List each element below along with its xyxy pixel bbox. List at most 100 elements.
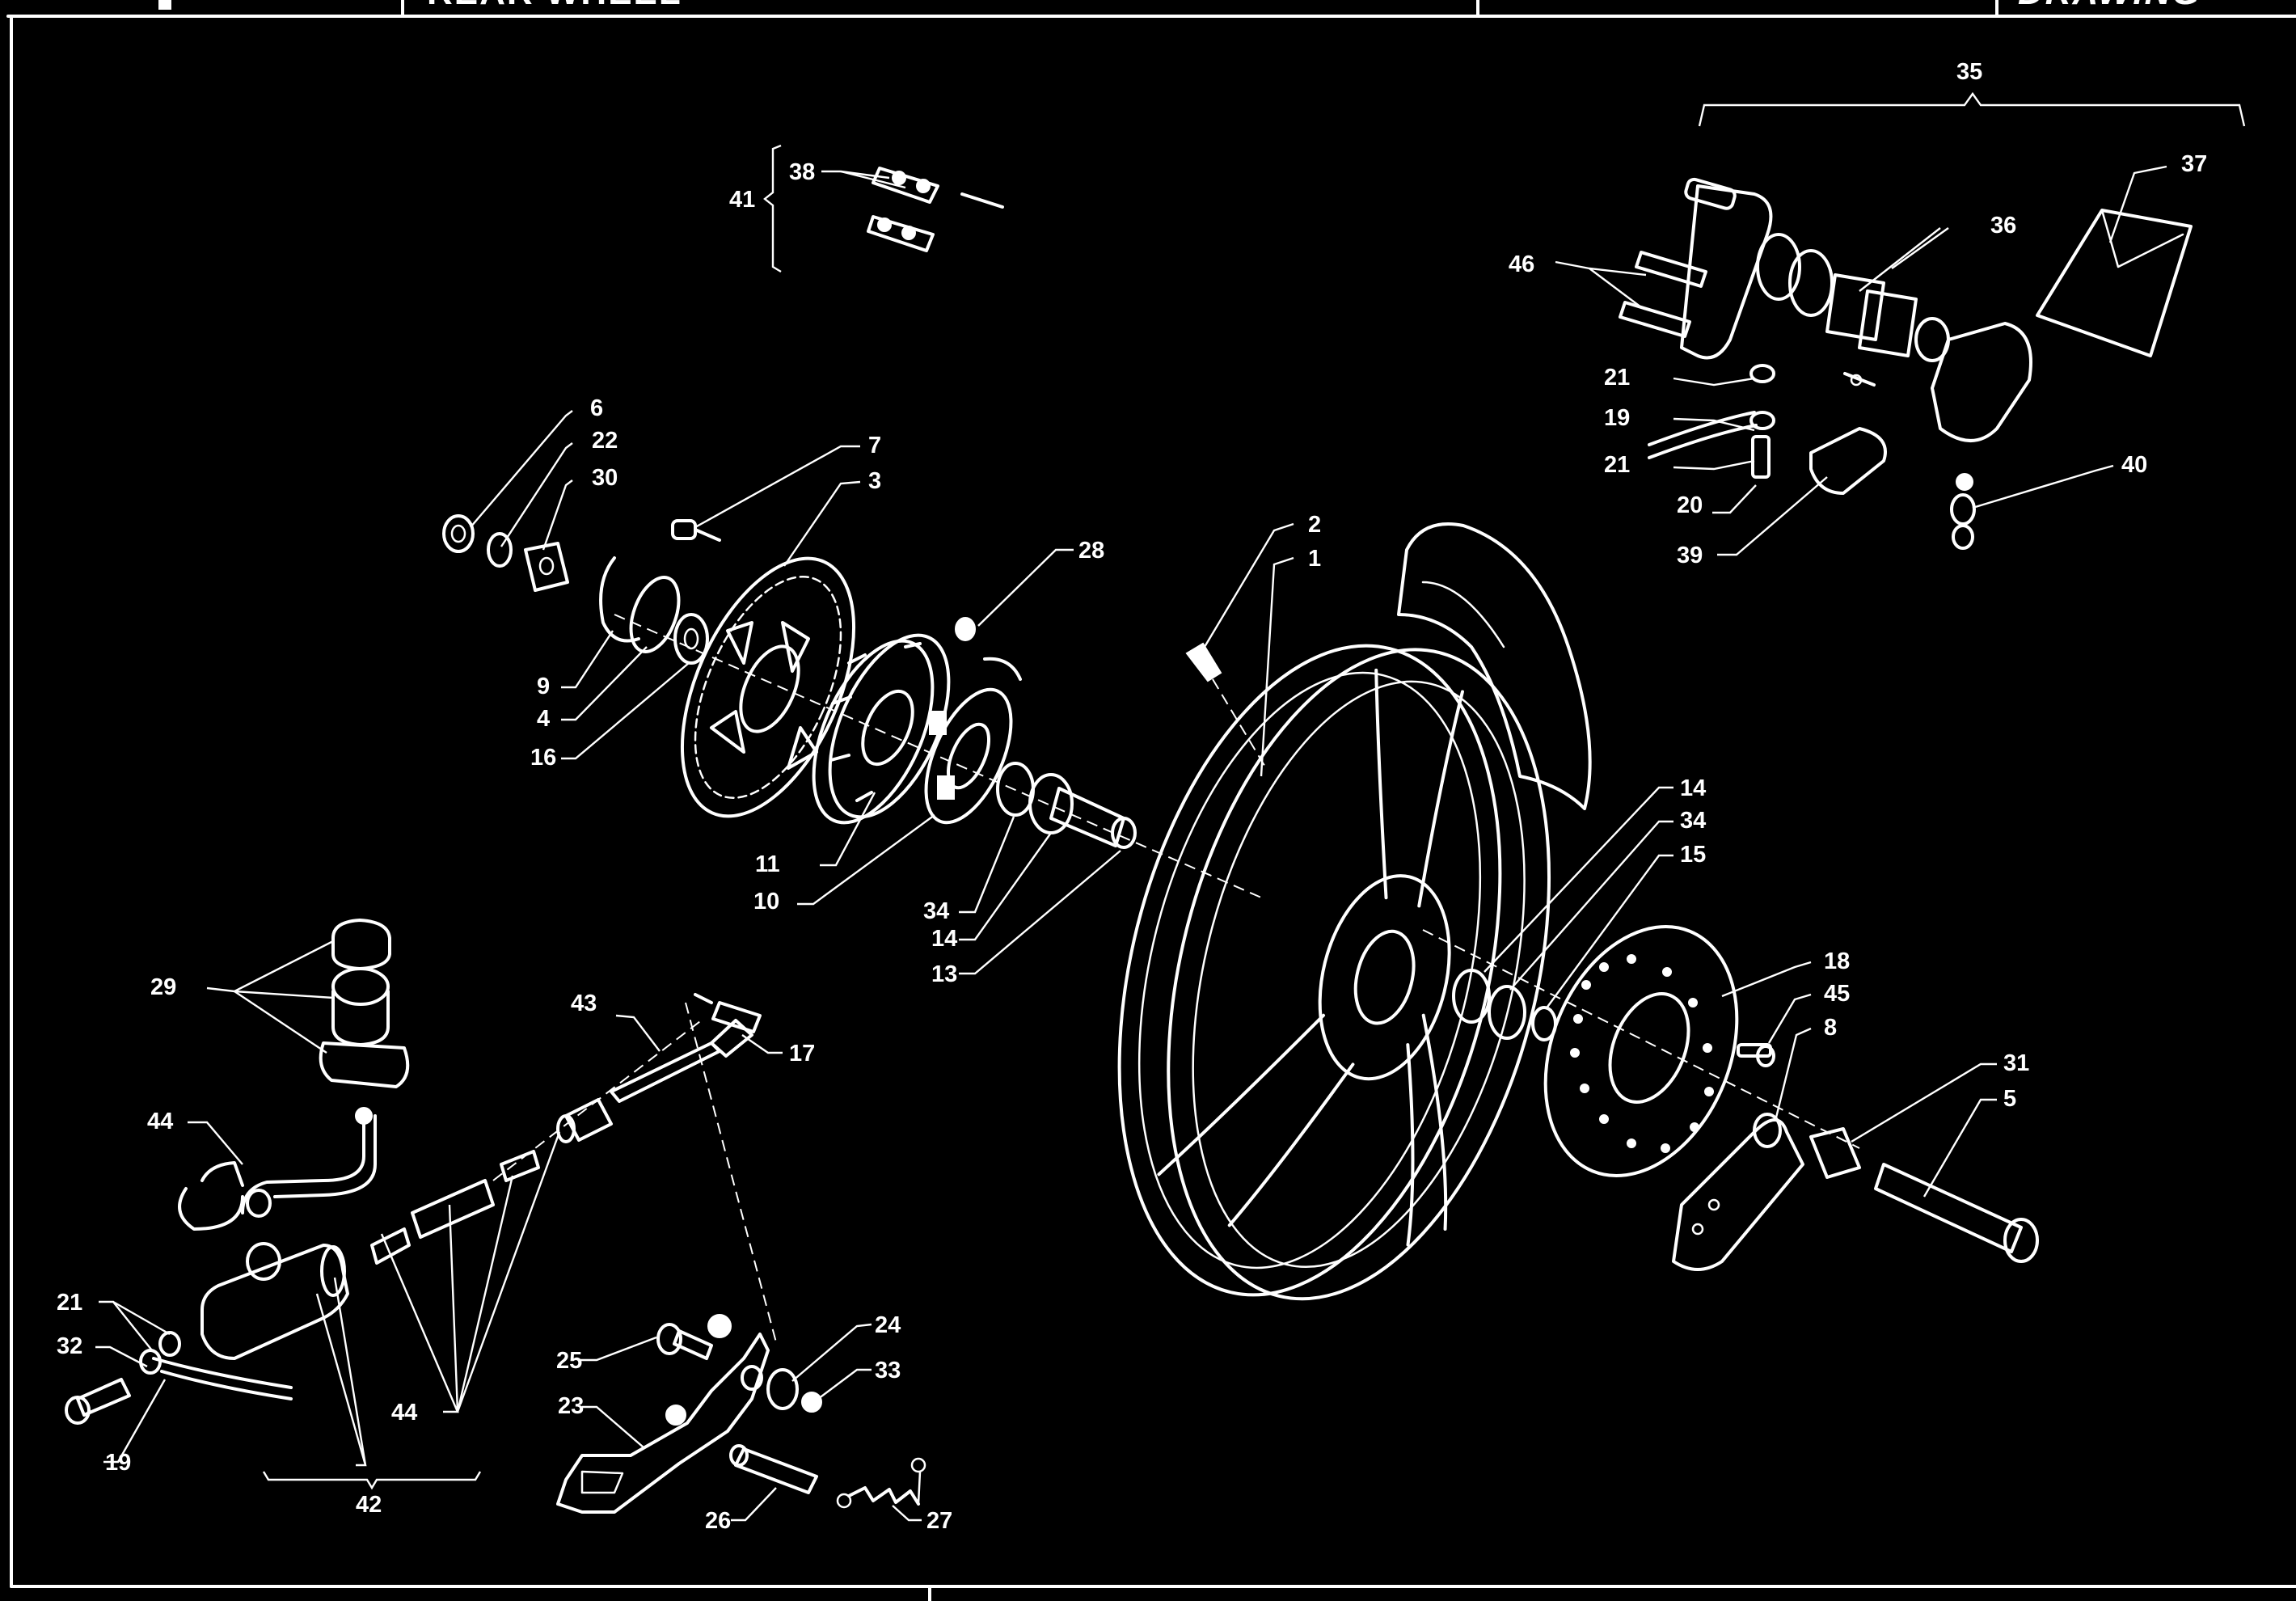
caliper-bolts — [1619, 251, 1707, 338]
disc-bolt — [1737, 1043, 1775, 1067]
pushrod-boot — [564, 1098, 613, 1142]
callout-26: 26 — [705, 1508, 731, 1534]
drawing-code: DRAWING — [2018, 0, 2201, 13]
callout-13: 13 — [931, 961, 957, 987]
callout-42: 42 — [356, 1492, 382, 1518]
callout-17: 17 — [789, 1041, 815, 1067]
brace-42 — [262, 1471, 482, 1490]
axle-spacer — [1809, 1127, 1861, 1179]
rear-axle — [1874, 1163, 2039, 1263]
callout-46: 46 — [1509, 251, 1534, 277]
pedal-pivot-bolt — [656, 1323, 713, 1360]
callout-6: 6 — [590, 395, 603, 421]
callout-8: 8 — [1824, 1015, 1837, 1041]
callout-37: 37 — [2181, 151, 2207, 177]
master-cylinder-axis — [492, 1018, 704, 1181]
callout-14a: 14 — [931, 926, 957, 952]
callout-14b: 14 — [1680, 775, 1706, 801]
disc-axis — [1422, 929, 1860, 1149]
callout-15: 15 — [1680, 842, 1706, 868]
pad-spring — [1809, 427, 1887, 495]
bleed-valve — [1950, 473, 1976, 550]
callout-31: 31 — [2003, 1050, 2029, 1076]
callout-33: 33 — [875, 1358, 901, 1383]
callout-19a: 19 — [1604, 405, 1630, 431]
pushrod — [610, 1019, 753, 1103]
callout-27: 27 — [926, 1508, 952, 1534]
caliper-carrier — [1680, 177, 1834, 360]
callout-18: 18 — [1824, 948, 1850, 974]
callout-25: 25 — [556, 1348, 582, 1374]
clevis-pin — [694, 993, 762, 1033]
drawing-title: REAR WHEEL — [427, 0, 682, 13]
callout-4: 4 — [537, 706, 550, 732]
leader-lines — [95, 165, 2167, 1522]
brake-pedal — [556, 1314, 770, 1514]
callout-19b: 19 — [105, 1450, 131, 1476]
axle-nut — [442, 514, 475, 553]
callout-44b: 44 — [391, 1400, 417, 1426]
callout-24: 24 — [875, 1312, 901, 1338]
brace-35 — [1698, 91, 2246, 127]
pedal-axis — [685, 1002, 777, 1343]
callout-28: 28 — [1078, 538, 1104, 564]
master-cyl-outlet-hose — [65, 1331, 293, 1425]
callout-34b: 34 — [1680, 808, 1706, 834]
callout-16: 16 — [530, 745, 556, 771]
cush-drive-rubbers — [924, 687, 1013, 825]
callout-11: 11 — [755, 851, 780, 877]
callout-23: 23 — [558, 1393, 584, 1419]
callout-38: 38 — [789, 159, 815, 185]
pad-packet — [2036, 209, 2193, 357]
callout-5: 5 — [2003, 1086, 2016, 1112]
callout-9: 9 — [537, 674, 550, 699]
callout-41: 41 — [729, 187, 755, 213]
pedal-bush — [766, 1368, 822, 1413]
callout-30: 30 — [592, 465, 618, 491]
callout-2: 2 — [1308, 512, 1321, 538]
reservoir-hose — [178, 1114, 377, 1231]
callout-32: 32 — [57, 1333, 82, 1359]
callout-21b: 21 — [1604, 452, 1630, 478]
callout-29: 29 — [150, 974, 176, 1000]
pad-pin — [1843, 372, 1876, 387]
small-nut — [955, 617, 1022, 681]
callout-20: 20 — [1677, 492, 1703, 518]
master-cylinder-body — [200, 1242, 349, 1360]
caliper-body — [1914, 317, 2032, 442]
return-spring — [836, 1457, 926, 1509]
hub-bearing-right-group — [996, 762, 1137, 849]
callout-35: 35 — [1956, 59, 1982, 85]
cush-drive-hub — [812, 633, 951, 825]
callout-7: 7 — [868, 433, 881, 458]
chain-adjuster-block — [524, 542, 569, 592]
callout-21a: 21 — [1604, 365, 1630, 391]
callout-22: 22 — [592, 428, 618, 454]
callout-labels: 35 37 36 46 21 19 21 20 39 40 38 41 6 22… — [57, 59, 2207, 1534]
callout-43: 43 — [571, 991, 597, 1016]
tyre-valve — [1185, 642, 1267, 769]
rear-wheel — [1117, 644, 1551, 1301]
callout-34a: 34 — [923, 898, 949, 924]
bearing-left — [673, 613, 709, 665]
fluid-reservoir — [319, 919, 410, 1125]
brake-disc — [1543, 925, 1739, 1177]
callout-44a: 44 — [147, 1109, 173, 1134]
caliper-bracket — [1672, 1113, 1804, 1271]
callout-36: 36 — [1990, 213, 2016, 239]
axle-washer — [487, 532, 513, 568]
callout-1: 1 — [1308, 546, 1321, 572]
callout-40: 40 — [2121, 452, 2147, 478]
sprocket-bolt — [671, 519, 721, 542]
callout-39: 39 — [1677, 543, 1703, 568]
brake-pads — [1825, 273, 1918, 357]
brace-41 — [763, 144, 782, 273]
rear-sprocket — [680, 556, 856, 818]
hub-axis — [614, 614, 1262, 898]
circlip — [599, 556, 640, 643]
callout-21c: 21 — [57, 1290, 82, 1316]
pedal-pivot-pin — [729, 1444, 818, 1494]
callout-3: 3 — [868, 468, 881, 494]
